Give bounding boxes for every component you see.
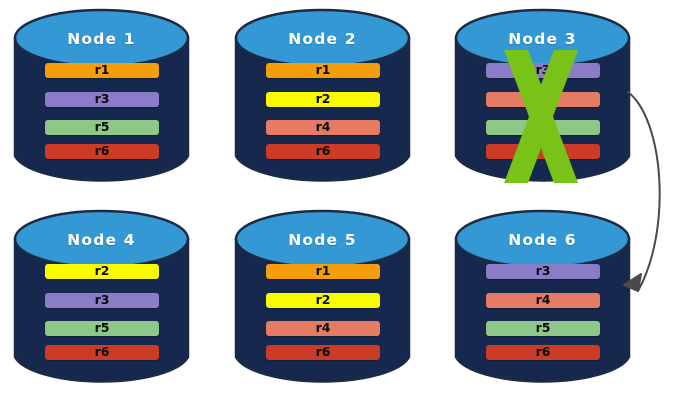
node-5[interactable]: Node 5 r1 r2 r4 r6 (234, 209, 411, 387)
node-1-record-r6[interactable]: r6 (45, 144, 159, 159)
node-3-title: Node 3 (508, 30, 577, 48)
node-4-record-r6[interactable]: r6 (45, 345, 159, 360)
node-4-title: Node 4 (67, 231, 136, 249)
node-2-record-r1[interactable]: r1 (266, 63, 380, 78)
node-3[interactable]: Node 3 r3 r4 r5 r6 (454, 8, 631, 186)
node-3-record-r3[interactable]: r3 (486, 63, 600, 78)
node-4-record-r3[interactable]: r3 (45, 293, 159, 308)
node-2[interactable]: Node 2 r1 r2 r4 r6 (234, 8, 411, 186)
node-4-record-r2[interactable]: r2 (45, 264, 159, 279)
node-6-record-r5[interactable]: r5 (486, 321, 600, 336)
node-4[interactable]: Node 4 r2 r3 r5 r6 (13, 209, 190, 387)
node-3-record-r4[interactable]: r4 (486, 92, 600, 107)
node-2-title: Node 2 (288, 30, 357, 48)
node-6-record-r4[interactable]: r4 (486, 293, 600, 308)
node-6[interactable]: Node 6 r3 r4 r5 r6 (454, 209, 631, 387)
node-3-record-r5[interactable]: r5 (486, 120, 600, 135)
node-2-record-r6[interactable]: r6 (266, 144, 380, 159)
node-1-record-r5[interactable]: r5 (45, 120, 159, 135)
node-1-title: Node 1 (67, 30, 136, 48)
node-5-record-r6[interactable]: r6 (266, 345, 380, 360)
node-5-title: Node 5 (288, 231, 357, 249)
node-1[interactable]: Node 1 r1 r3 r5 r6 (13, 8, 190, 186)
node-5-record-r2[interactable]: r2 (266, 293, 380, 308)
recovery-arrow-line (627, 91, 661, 292)
node-3-record-r6[interactable]: r6 (486, 144, 600, 159)
node-2-record-r4[interactable]: r4 (266, 120, 380, 135)
node-6-record-r3[interactable]: r3 (486, 264, 600, 279)
node-2-record-r2[interactable]: r2 (266, 92, 380, 107)
node-4-record-r5[interactable]: r5 (45, 321, 159, 336)
node-6-record-r6[interactable]: r6 (486, 345, 600, 360)
node-5-record-r4[interactable]: r4 (266, 321, 380, 336)
node-6-title: Node 6 (508, 231, 577, 249)
node-5-record-r1[interactable]: r1 (266, 264, 380, 279)
node-1-record-r1[interactable]: r1 (45, 63, 159, 78)
node-1-record-r3[interactable]: r3 (45, 92, 159, 107)
